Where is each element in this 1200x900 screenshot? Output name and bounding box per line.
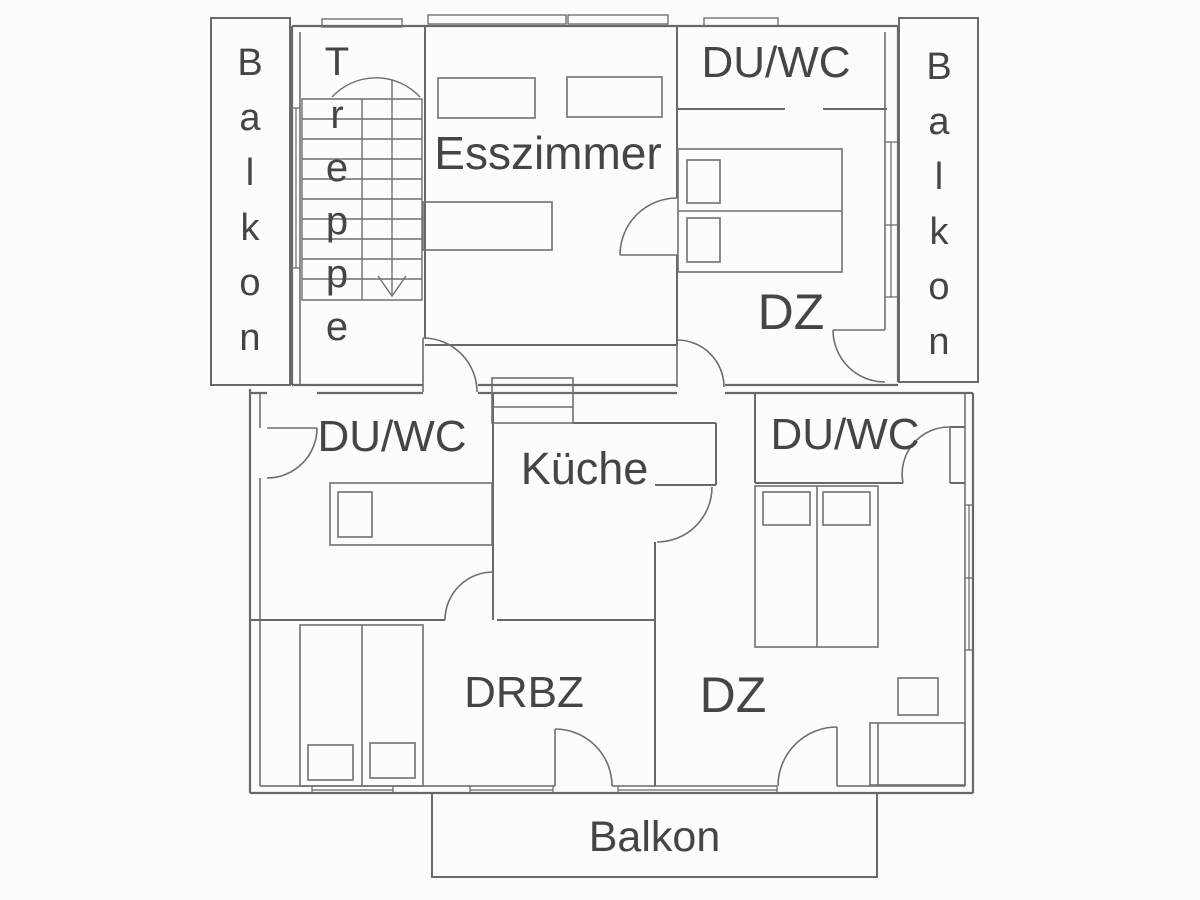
window-left-upper [292, 107, 300, 269]
door-dz-top-hall [676, 339, 725, 388]
door-kitchen [656, 486, 713, 543]
stairs-drawing [301, 77, 423, 301]
wall-duwc-right-bottom [755, 426, 965, 484]
window-top-3 [567, 14, 669, 25]
pillow [369, 742, 416, 779]
double-room-top-label: DZ [757, 284, 825, 340]
stairs-label: Treppe [315, 40, 359, 358]
shower-wc-top-label: DU/WC [701, 38, 851, 87]
pillow [307, 744, 354, 781]
interior-walls-upper [424, 26, 887, 346]
room-stairs: Treppe [302, 40, 372, 375]
kitchen-label: Küche [520, 443, 649, 494]
desk [869, 722, 966, 786]
furniture [299, 76, 966, 787]
window-right-lower [965, 504, 973, 651]
stair-arrow [377, 275, 407, 298]
bed-drbz [299, 624, 424, 787]
wall-band-middle [250, 383, 973, 395]
dining-table-2 [566, 76, 663, 118]
door-drbz [444, 571, 494, 621]
washbasin-counter-left [329, 482, 493, 546]
window-right-upper [885, 141, 898, 298]
balcony-left-label: Balkon [229, 42, 271, 372]
bed-dz-mid [754, 485, 879, 648]
door-duwc-right [901, 426, 951, 484]
dining-room-label: Esszimmer [434, 127, 662, 179]
window-top-4 [703, 17, 779, 27]
balcony-bottom-label: Balkon [588, 813, 721, 861]
triple-bedroom-label: DRBZ [464, 668, 584, 717]
bed-dz-top [677, 148, 843, 273]
shower-wc-right-label: DU/WC [770, 410, 920, 459]
exterior-walls-upper [290, 14, 900, 385]
balconies [210, 17, 979, 878]
balcony-right-label: Balkon [918, 46, 960, 376]
balcony-left-outline [210, 17, 291, 386]
stair-curve [331, 77, 421, 98]
shower-wc-left-label: DU/WC [317, 412, 467, 461]
door-stairs-hall [422, 337, 478, 393]
double-room-bottom-label: DZ [699, 667, 767, 723]
room-balcony-right: Balkon [900, 46, 978, 376]
doors [266, 197, 951, 787]
nightstand [897, 677, 939, 716]
balcony-bottom-outline [431, 793, 878, 878]
room-balcony-left: Balkon [211, 42, 289, 377]
wall-kitchen-nook [573, 422, 717, 486]
kitchen-counter [491, 377, 574, 424]
door-duwc-left [266, 427, 318, 479]
door-dz-bottom-balcony [777, 726, 838, 787]
pillow [822, 491, 871, 526]
sink [337, 491, 373, 538]
window-top-1 [321, 18, 403, 28]
door-dz-top-balcony [832, 329, 886, 383]
pillow [762, 491, 811, 526]
dining-table-1 [437, 77, 536, 119]
door-drbz-balcony [554, 728, 613, 787]
pillow [686, 217, 721, 263]
pillow [686, 159, 721, 204]
sideboard [422, 201, 553, 251]
door-esszimmer [619, 197, 678, 256]
window-top-2 [427, 14, 567, 25]
